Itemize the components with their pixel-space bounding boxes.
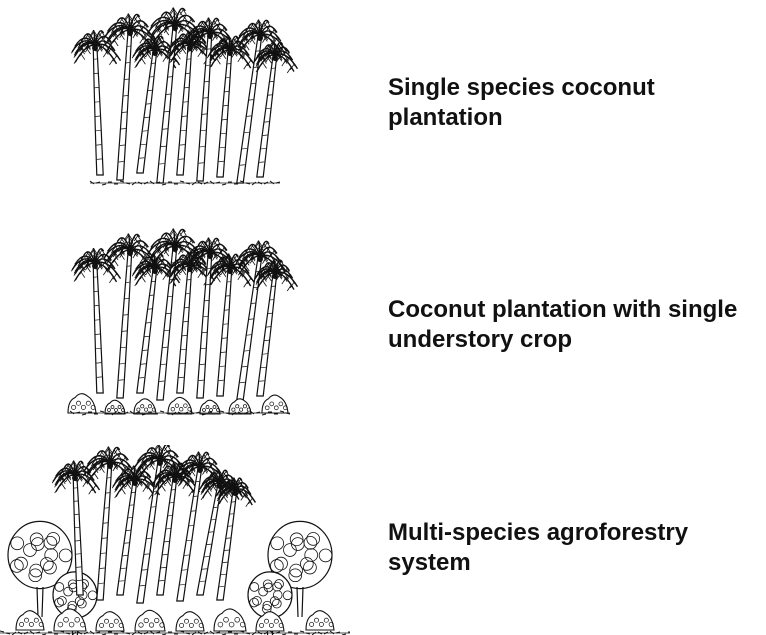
panel-multi-species: Multi-species agroforestry system [0, 445, 766, 635]
panel-label-single-species: Single species coconut plantation [388, 73, 655, 133]
multi-species-agroforestry-icon [0, 445, 350, 635]
multi-species-drawing [0, 445, 350, 635]
panel-single-species: Single species coconut plantation [0, 0, 766, 210]
coconut-understory-drawing [60, 228, 300, 423]
coconut-plantation-icon [60, 5, 300, 205]
panel-label-multi-species: Multi-species agroforestry system [388, 518, 688, 578]
panel-label-single-understory: Coconut plantation with single understor… [388, 295, 737, 355]
coconut-with-understory-icon [60, 228, 300, 423]
panel-single-understory: Coconut plantation with single understor… [0, 225, 766, 425]
coconut-plantation-drawing [60, 5, 300, 205]
